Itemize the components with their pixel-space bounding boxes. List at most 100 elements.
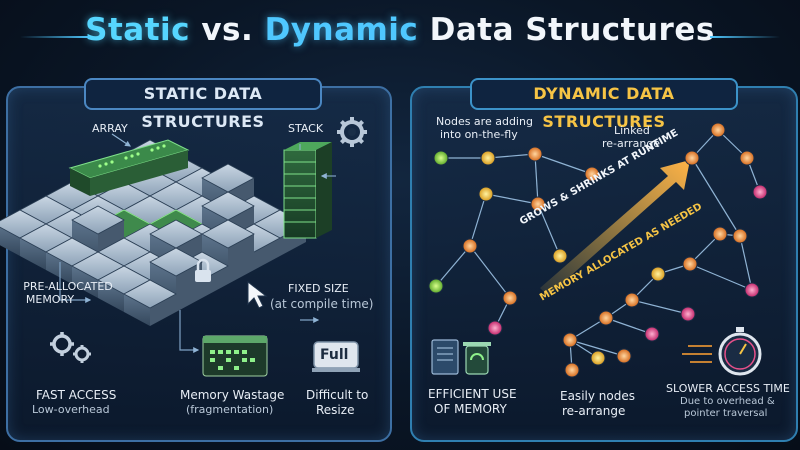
- slower-sub-line2: pointer traversal: [684, 408, 768, 419]
- graph-node: [487, 320, 503, 336]
- graph-node: [644, 326, 660, 342]
- memory-block-side: [98, 280, 124, 312]
- node-link: [485, 193, 540, 207]
- difficult-label-line2: Resize: [316, 403, 355, 417]
- node-link: [689, 263, 754, 291]
- difficult-label-line1: Difficult to: [306, 388, 369, 402]
- stopwatch-icon: [682, 327, 762, 376]
- graph-node: [530, 196, 546, 212]
- efficient-line2: OF MEMORY: [434, 402, 507, 416]
- graph-node: [598, 310, 614, 326]
- graph-node: [682, 256, 698, 272]
- slower-access-label: SLOWER ACCESS TIME: [666, 382, 790, 395]
- node-link: [435, 245, 471, 287]
- efficient-line1: EFFICIENT USE: [428, 387, 517, 401]
- memory-block-side: [150, 294, 176, 326]
- nodes-adding-line1: Nodes are adding: [436, 115, 533, 128]
- graph-node: [590, 350, 606, 366]
- graph-node: [478, 186, 494, 202]
- graph-node: [584, 166, 600, 182]
- node-link: [569, 339, 626, 358]
- graph-node: [680, 306, 696, 322]
- easily-line2: re-arrange: [562, 404, 626, 418]
- memory-block-side: [46, 252, 72, 284]
- gear-icon: [337, 117, 367, 147]
- graph-node: [480, 150, 496, 166]
- fixed-size-sub: (at compile time): [270, 297, 374, 311]
- title-vs: vs.: [201, 12, 254, 48]
- memory-block: [123, 279, 177, 309]
- recycle-bin-icon: [463, 342, 491, 375]
- full-badge-label: Full: [320, 347, 349, 363]
- static-panel-heading: STATIC DATA STRUCTURES: [84, 78, 322, 131]
- graph-node: [462, 238, 478, 254]
- easily-line1: Easily nodes: [560, 389, 635, 403]
- memory-block-side: [202, 266, 228, 298]
- graph-node: [552, 248, 568, 264]
- graph-node: [433, 150, 449, 166]
- node-link: [468, 193, 487, 248]
- lock-icon: [195, 258, 211, 282]
- title-data-structures: Data Structures: [429, 12, 715, 48]
- linked-line1: Linked: [614, 124, 650, 137]
- memory-block: [201, 219, 255, 249]
- graph-node: [527, 146, 543, 162]
- memory-block-side: [0, 227, 20, 256]
- node-link: [537, 203, 561, 258]
- linked-line2: re-arrange: [602, 137, 661, 150]
- preallocated-label-line1: PRE-ALLOCATED: [23, 280, 113, 293]
- array-illustration: [68, 133, 190, 196]
- graph-node: [428, 278, 444, 294]
- document-icon: [431, 339, 459, 375]
- graph-node: [732, 228, 748, 244]
- graph-node: [502, 290, 518, 306]
- slower-sub-line1: Due to overhead &: [680, 396, 775, 407]
- gears-icon: [50, 332, 91, 363]
- memory-block-side: [254, 238, 280, 270]
- stack-illustration: [283, 142, 332, 239]
- graph-node: [564, 362, 580, 378]
- memory-block: [149, 247, 203, 277]
- node-link: [534, 153, 594, 176]
- graph-node: [739, 150, 755, 166]
- dynamic-panel-heading: DYNAMIC DATA STRUCTURES: [470, 78, 738, 131]
- graph-node: [562, 332, 578, 348]
- node-link: [605, 317, 654, 336]
- graph-node: [616, 348, 632, 364]
- title-rule-left: [20, 36, 90, 38]
- graph-node: [710, 122, 726, 138]
- fast-access-label: FAST ACCESS: [36, 388, 117, 402]
- memory-block-side: [72, 266, 98, 298]
- nodes-adding-line2: into on-the-fly: [440, 128, 518, 141]
- growth-arrow: [540, 160, 690, 296]
- node-link: [739, 235, 754, 292]
- mouse-cursor-icon: [247, 280, 268, 309]
- memory-block-side: [228, 234, 254, 284]
- memory-wastage-sub: (fragmentation): [186, 403, 274, 416]
- graph-node: [752, 184, 768, 200]
- full-badge: [312, 341, 360, 372]
- graph-node: [712, 226, 728, 242]
- title-static: Static: [85, 12, 191, 48]
- fixed-size-label: FIXED SIZE: [288, 282, 349, 295]
- node-link: [534, 153, 541, 206]
- node-link: [487, 151, 537, 159]
- memory-block-side: [20, 238, 46, 270]
- array-label: ARRAY: [92, 122, 128, 135]
- title-dynamic: Dynamic: [264, 12, 419, 48]
- stack-label: STACK: [288, 122, 324, 135]
- preallocated-label-line2: MEMORY: [25, 293, 75, 306]
- graph-node: [650, 266, 666, 282]
- graph-node: [684, 150, 700, 166]
- graph-node: [624, 292, 640, 308]
- memory-wastage-label: Memory Wastage: [180, 388, 285, 402]
- page-title: Static vs. Dynamic Data Structures: [0, 12, 800, 48]
- memory-block: [71, 205, 125, 235]
- memory-wastage-icon: [202, 335, 268, 377]
- graph-node: [744, 282, 760, 298]
- node-link: [691, 157, 741, 238]
- memory-block-side: [124, 294, 150, 326]
- node-link: [469, 245, 511, 299]
- fast-access-sub: Low-overhead: [32, 403, 110, 416]
